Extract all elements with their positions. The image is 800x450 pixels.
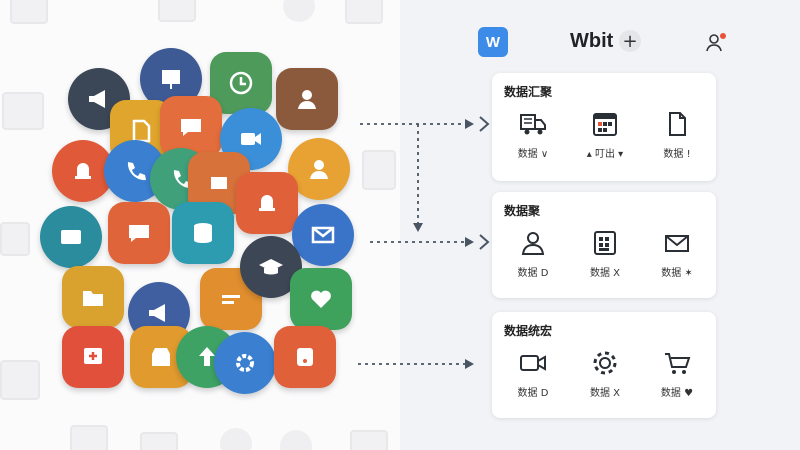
card-item[interactable]: 数据 D (502, 228, 564, 292)
icon-collage-panel (0, 0, 396, 450)
bell-icon (236, 172, 298, 234)
calculator-icon (594, 231, 616, 255)
card-item[interactable]: 数据 D (502, 348, 564, 412)
ghost-placeholder (350, 430, 388, 450)
video-icon (520, 355, 546, 371)
card-title: 数据统宏 (504, 324, 553, 338)
database-icon (172, 202, 234, 264)
heart-icon (290, 268, 352, 330)
card-item[interactable]: 数据 X (574, 228, 636, 292)
card-item-label: 数据 ♥ (660, 388, 694, 399)
ghost-placeholder (362, 150, 396, 190)
card-data-cluster: 数据聚 数据 D 数据 X 数据 ✶ (492, 192, 716, 298)
app-title: Wbit (570, 30, 614, 52)
chat-icon (160, 96, 222, 158)
card-item-label: 数据 ✶ (661, 268, 693, 279)
mail-icon (665, 235, 689, 252)
card-item[interactable]: 数据 ✶ (646, 228, 708, 292)
card-item[interactable]: ▴ 叮出 ▾ (574, 109, 636, 173)
file-icon (669, 112, 686, 136)
card-item-label: ▴ 叮出 ▾ (586, 149, 624, 160)
app-logo[interactable]: W (478, 27, 508, 57)
gear-icon (593, 351, 617, 375)
ghost-placeholder (220, 428, 252, 450)
user-icon (276, 68, 338, 130)
card-item-label: 数据 X (589, 268, 621, 279)
card-data-statistics: 数据统宏 数据 D 数据 X 数据 ♥ (492, 312, 716, 418)
ghost-placeholder (70, 425, 108, 450)
card-item[interactable]: 数据 ! (646, 109, 708, 173)
ghost-placeholder (10, 0, 48, 24)
notification-dot (720, 33, 726, 39)
ghost-placeholder (140, 432, 178, 450)
card-item-label: 数据 ∨ (517, 149, 549, 160)
add-button[interactable]: + (619, 30, 641, 52)
graduation-icon (240, 236, 302, 298)
card-data-aggregation: 数据汇聚 数据 ∨ ▴ 叮出 ▾ 数据 ! (492, 73, 716, 181)
ghost-placeholder (345, 0, 383, 24)
card-item-label: 数据 D (517, 268, 549, 279)
card-item-label: 数据 D (517, 388, 549, 399)
calendar-icon (593, 113, 617, 136)
card-title: 数据聚 (504, 204, 541, 218)
mail-icon (292, 204, 354, 266)
ghost-placeholder (2, 92, 44, 130)
plus-message-icon (62, 326, 124, 388)
card-item[interactable]: 数据 ∨ (502, 109, 564, 173)
cart-icon (665, 353, 691, 374)
card-item-label: 数据 X (589, 388, 621, 399)
ghost-placeholder (280, 430, 312, 450)
gear-icon (214, 332, 276, 394)
presentation-icon (40, 206, 102, 268)
alert-icon (274, 326, 336, 388)
clock-icon (210, 52, 272, 114)
user-icon (288, 138, 350, 200)
user-icon (521, 232, 545, 255)
card-title: 数据汇聚 (504, 85, 553, 99)
ghost-placeholder (158, 0, 196, 22)
ghost-placeholder (283, 0, 315, 22)
card-item[interactable]: 数据 ♥ (646, 348, 708, 412)
ghost-placeholder (0, 360, 40, 400)
chat-icon (108, 202, 170, 264)
delivery-truck-icon (520, 114, 546, 135)
alert-icon (52, 140, 114, 202)
card-item[interactable]: 数据 X (574, 348, 636, 412)
card-item-label: 数据 ! (663, 149, 691, 160)
folder-icon (62, 266, 124, 328)
ghost-placeholder (0, 222, 30, 256)
user-icon[interactable] (704, 33, 724, 53)
